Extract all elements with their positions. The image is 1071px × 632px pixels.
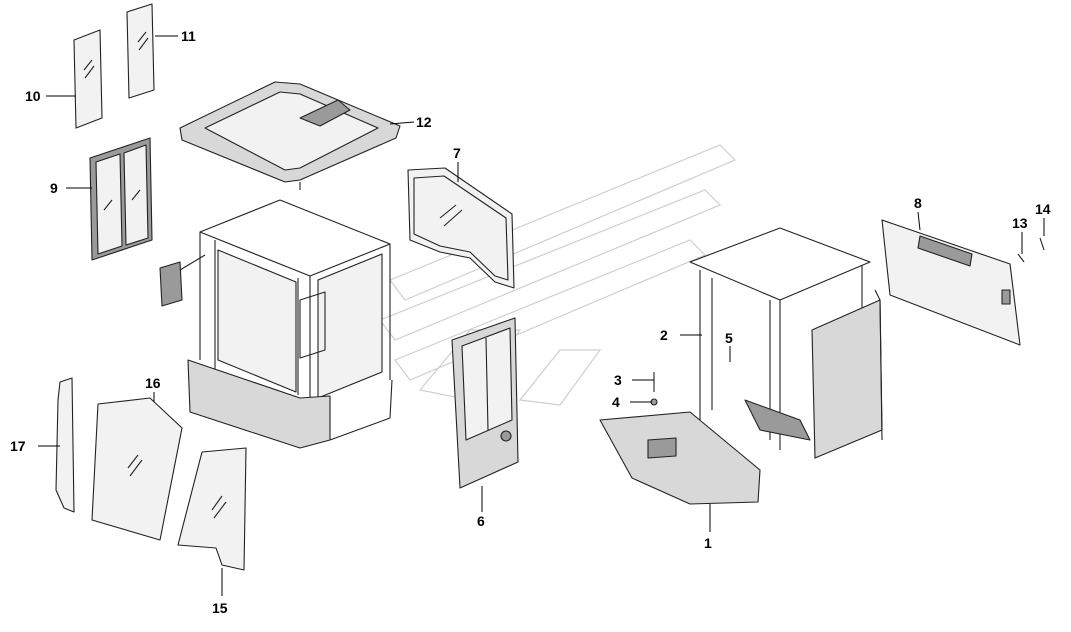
part-12-roof-panel — [179, 81, 401, 190]
part-9-rear-window — [89, 137, 153, 261]
part-17-glass-strip — [55, 377, 75, 513]
part-15-side-glass — [177, 447, 247, 571]
part-7-door-glass — [407, 167, 515, 289]
callout-13: 13 — [1012, 215, 1028, 231]
callout-6: 6 — [477, 513, 485, 529]
callout-labels: 1 2 3 4 5 6 7 8 9 10 11 12 13 14 15 16 1… — [10, 28, 1051, 616]
part-1-front-panel — [599, 411, 761, 505]
callout-15: 15 — [212, 600, 228, 616]
callout-7: 7 — [453, 145, 461, 161]
part-11-glass-pane — [126, 3, 155, 99]
callout-12: 12 — [416, 114, 432, 130]
callout-5: 5 — [725, 330, 733, 346]
callout-14: 14 — [1035, 201, 1051, 217]
callout-1: 1 — [704, 535, 712, 551]
callout-3: 3 — [614, 372, 622, 388]
part-10-glass-pane — [73, 29, 103, 129]
leader-lines — [38, 35, 1045, 596]
callout-11: 11 — [181, 28, 196, 44]
callout-8: 8 — [914, 195, 922, 211]
cab-frame-assembly — [159, 199, 393, 449]
callout-9: 9 — [50, 180, 58, 196]
part-16-side-glass — [91, 397, 183, 541]
callout-16: 16 — [145, 375, 161, 391]
part-6-door — [451, 317, 519, 489]
part-2-cab-frame — [689, 227, 883, 459]
callout-10: 10 — [25, 88, 41, 104]
callout-17: 17 — [10, 438, 26, 454]
part-8-rear-panel — [881, 219, 1021, 346]
callout-2: 2 — [660, 327, 668, 343]
callout-4: 4 — [612, 394, 620, 410]
